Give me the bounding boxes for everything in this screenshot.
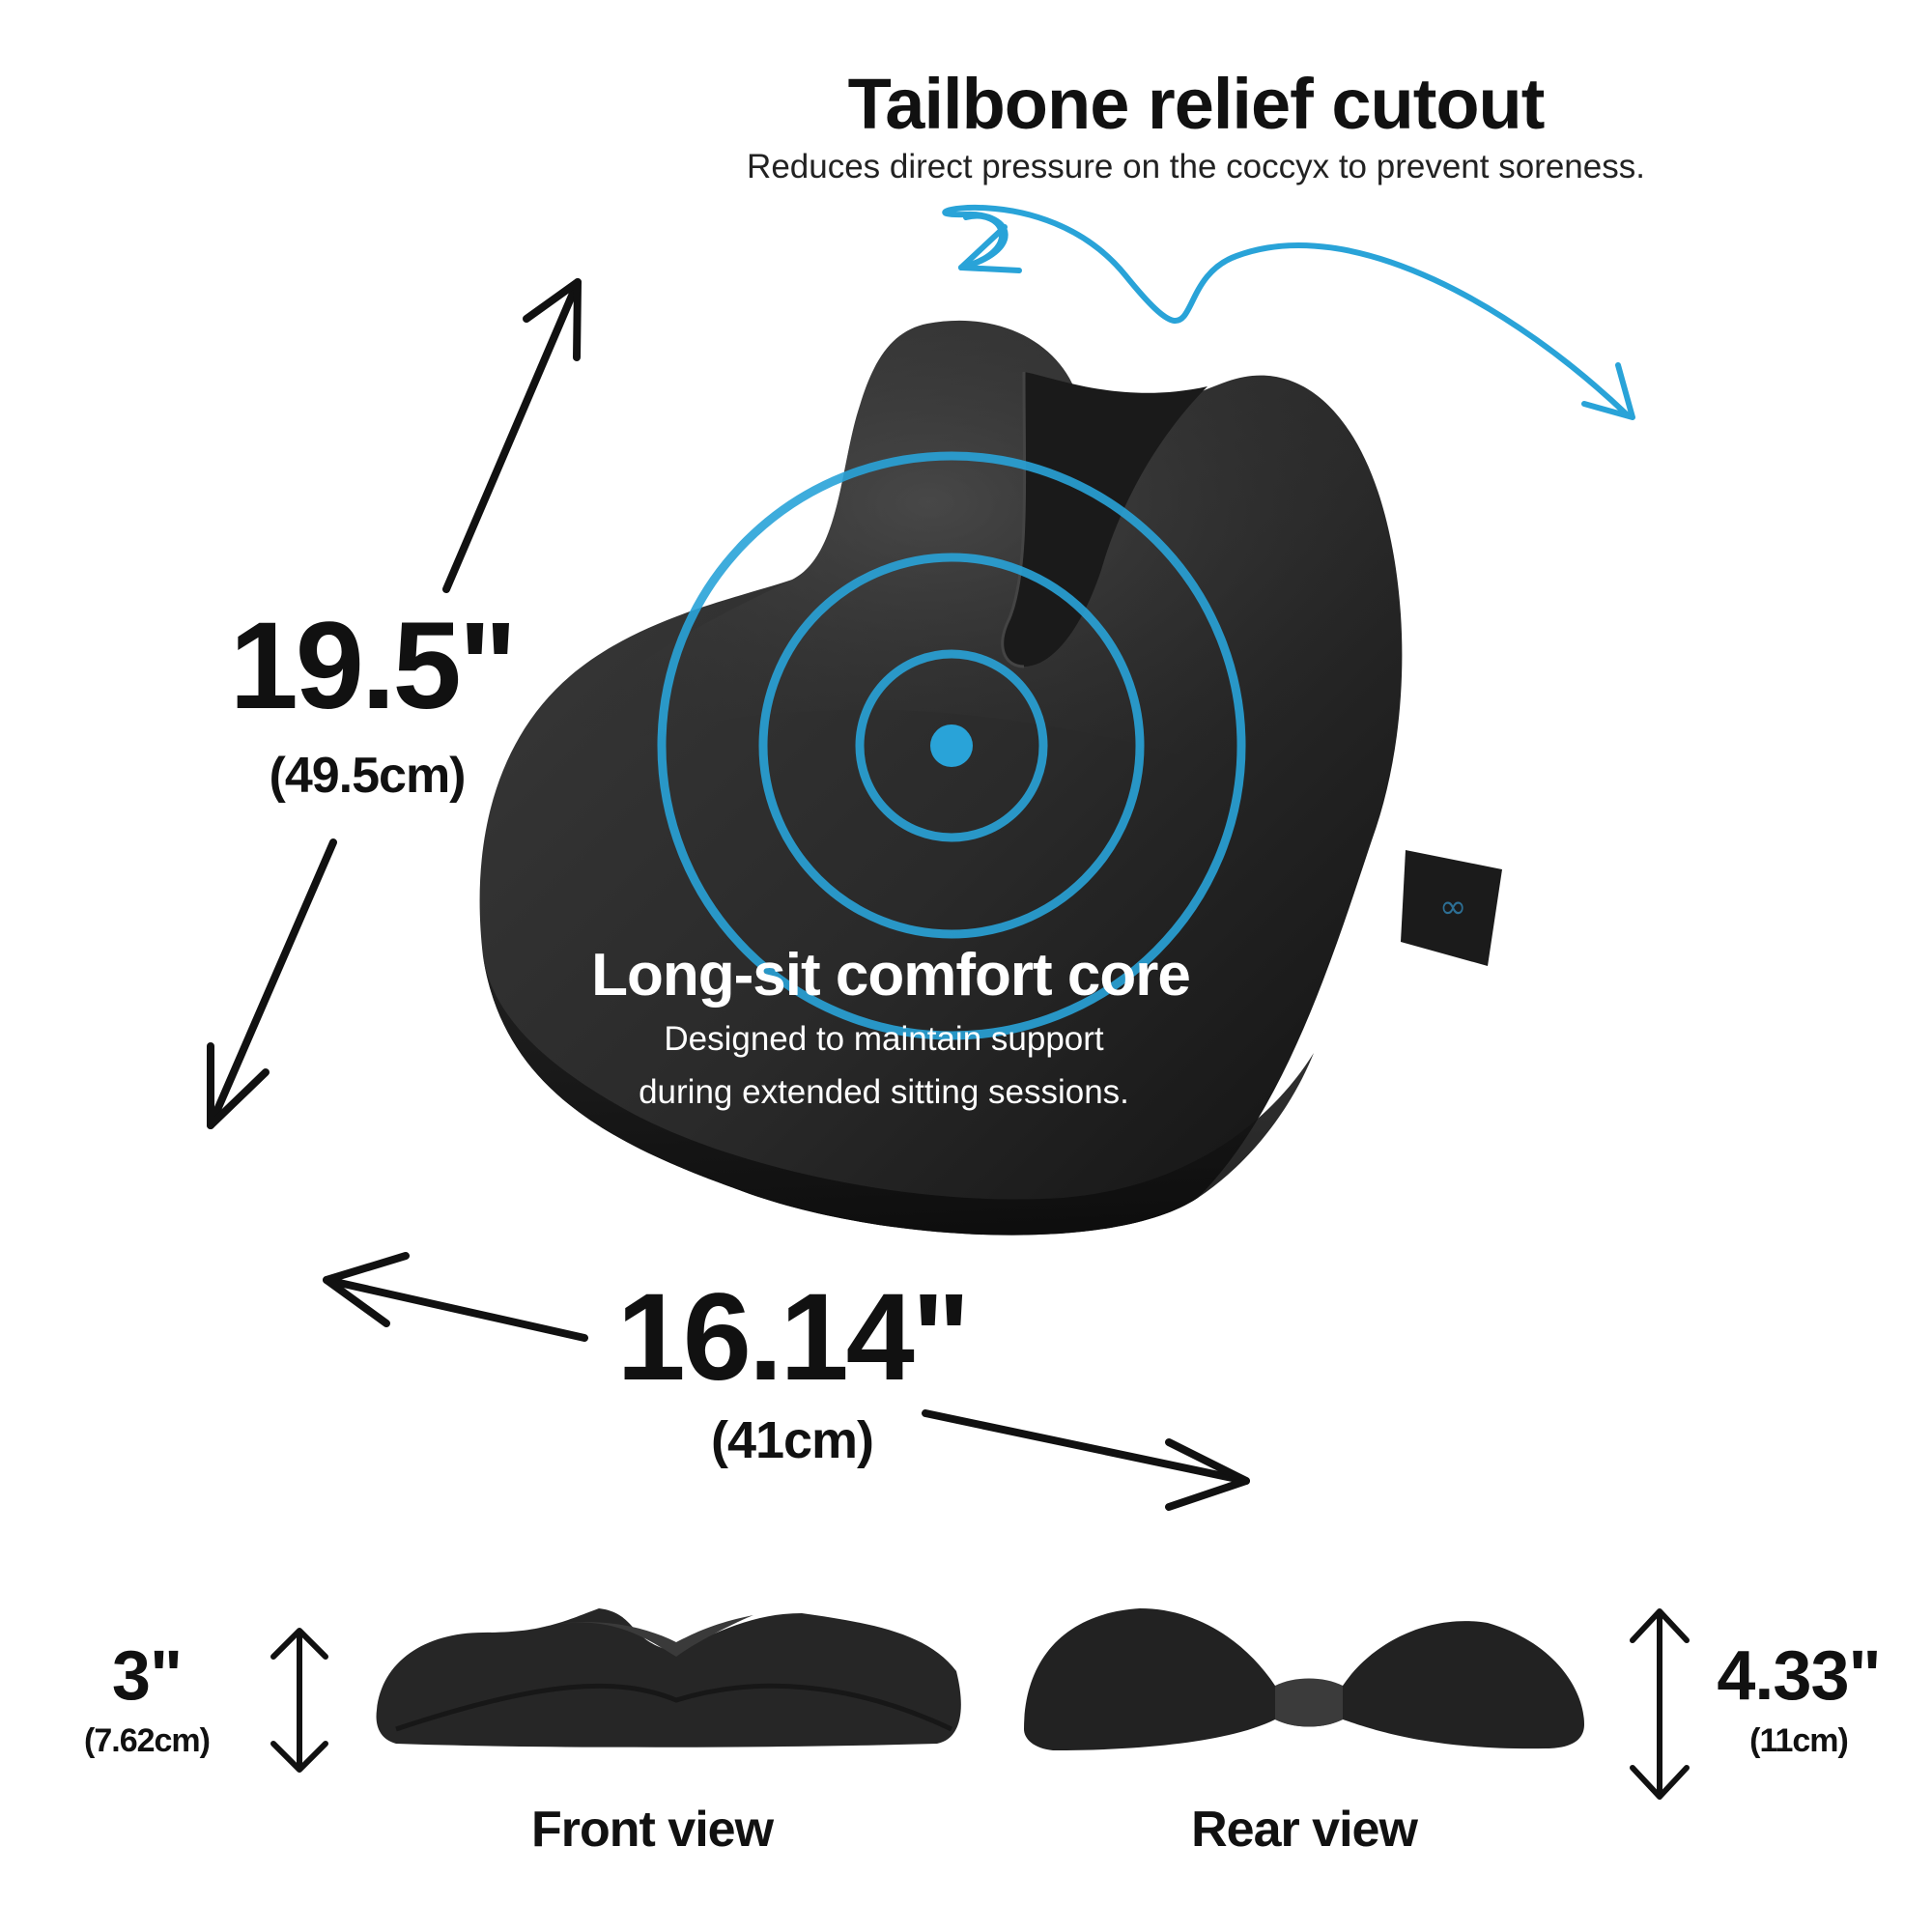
width-cm: (41cm) — [710, 1411, 874, 1469]
width-inches: 16.14" — [616, 1268, 971, 1406]
rear-height-arrow-icon — [1630, 1608, 1690, 1800]
front-view-label: Front view — [530, 1802, 774, 1858]
comfort-core-line1: Designed to maintain support — [664, 1020, 1104, 1058]
brand-logo-icon: ∞ — [1439, 888, 1466, 926]
comfort-core-line2: during extended sitting sessions. — [639, 1073, 1129, 1111]
main-cushion: ∞ — [479, 320, 1502, 1236]
rear-view-cushion — [1024, 1608, 1584, 1750]
front-height-cm: (7.62cm) — [84, 1722, 211, 1759]
tailbone-subtitle: Reduces direct pressure on the coccyx to… — [747, 148, 1645, 185]
front-height-arrow-icon — [270, 1628, 328, 1773]
rear-height-cm: (11cm) — [1749, 1722, 1849, 1759]
length-arrow-icon — [207, 278, 582, 1129]
width-arrow-icon — [323, 1252, 1250, 1511]
concentric-rings-icon — [657, 451, 1246, 1040]
tailbone-title: Tailbone relief cutout — [847, 64, 1546, 144]
curved-blue-arrow-icon — [942, 204, 1635, 420]
length-cm: (49.5cm) — [269, 748, 467, 804]
brand-tag — [1401, 850, 1502, 966]
rear-view-label: Rear view — [1191, 1802, 1418, 1858]
front-height-inches: 3" — [111, 1637, 183, 1715]
front-view-cushion — [376, 1608, 961, 1747]
length-inches: 19.5" — [229, 597, 518, 735]
comfort-core-title: Long-sit comfort core — [591, 942, 1191, 1009]
rear-height-inches: 4.33" — [1717, 1637, 1881, 1715]
